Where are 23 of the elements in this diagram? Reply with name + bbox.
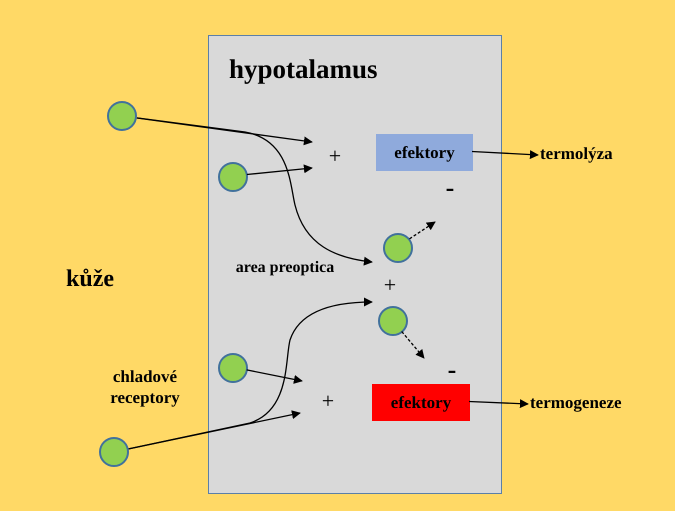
- output-label: termolýza: [540, 141, 650, 167]
- arrow: [128, 298, 373, 450]
- arrow: [136, 117, 373, 266]
- sign-label: +: [320, 387, 336, 414]
- arrow: [136, 117, 313, 146]
- region-label: area preoptica: [234, 258, 336, 278]
- arrow: [409, 221, 436, 240]
- arrow: [401, 331, 425, 359]
- arrow: [472, 150, 539, 160]
- arrow: [468, 399, 529, 408]
- sign-label: -: [446, 354, 458, 386]
- sign-label: +: [382, 271, 398, 298]
- sign-label: -: [444, 172, 456, 204]
- effector-box: efektory: [372, 384, 470, 421]
- hypothalamus-panel: [208, 35, 502, 494]
- effector-box: efektory: [376, 134, 473, 171]
- output-label: termogeneze: [530, 390, 670, 416]
- arrow: [246, 369, 303, 384]
- sign-label: +: [328, 142, 342, 170]
- region-label: kůže: [65, 265, 115, 294]
- arrow: [246, 164, 313, 176]
- region-label: chladové receptory: [109, 366, 181, 408]
- panel-title: hypotalamus: [229, 56, 378, 83]
